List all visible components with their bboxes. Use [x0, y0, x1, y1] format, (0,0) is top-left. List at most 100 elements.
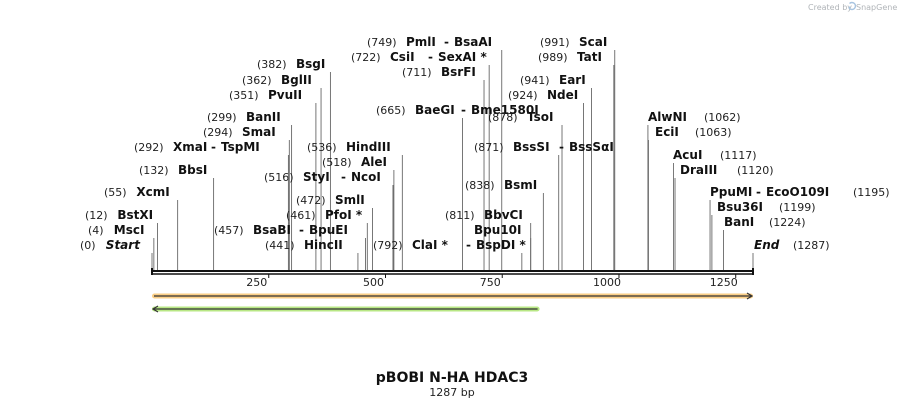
scale-tick-label: 1250	[710, 276, 738, 289]
enzyme-name: SexAI *	[438, 50, 487, 64]
site-label-bsabi[interactable]: (457)BsaBI-BpuEI	[214, 223, 348, 237]
site-position: (811)	[445, 209, 475, 222]
site-position: (878)	[488, 111, 518, 124]
site-position: (722)	[351, 51, 381, 64]
enzyme-name: BspDI *	[476, 238, 526, 252]
feature-arrows[interactable]	[151, 292, 754, 313]
site-label-bpu10i[interactable]: Bpu10I	[474, 223, 521, 237]
site-label-xcmi[interactable]: (55)XcmI	[104, 185, 170, 199]
site-label-baegi[interactable]: (665)BaeGI-Bme1580I	[376, 103, 539, 117]
site-label-smai[interactable]: (294)SmaI	[203, 125, 276, 139]
site-position: (871)	[474, 141, 504, 154]
site-label-bsgi[interactable]: (382)BsgI	[257, 57, 325, 71]
credit-text: Created by	[808, 3, 852, 12]
site-position: (989)	[538, 51, 568, 64]
site-label-end[interactable]: End (1287)	[754, 238, 830, 252]
site-label-pmli[interactable]: (749)PmlI-BsaAI	[367, 35, 492, 49]
enzyme-name: AlwNI	[648, 110, 687, 124]
enzyme-name: BssSαI	[569, 140, 614, 154]
site-label-bbvci[interactable]: (811)BbvCI	[445, 208, 523, 222]
site-position: (1287)	[793, 239, 830, 252]
map-title: pBOBI N-HA HDAC3	[376, 370, 529, 386]
enzyme-name: TatI	[577, 50, 602, 64]
scale-tick-label: 1000	[593, 276, 621, 289]
site-label-xmai[interactable]: (292)XmaI-TspMI	[134, 140, 260, 154]
site-position: (991)	[540, 36, 570, 49]
enzyme-name: BsaAI	[454, 35, 492, 49]
site-position: (941)	[520, 74, 550, 87]
site-label-bsmi[interactable]: (838)BsmI	[465, 178, 537, 192]
credit-brand: SnapGene	[856, 3, 897, 12]
site-label-scai[interactable]: (991) ScaI	[540, 35, 607, 49]
enzyme-name: End	[754, 238, 780, 252]
site-label-start[interactable]: (0)Start	[80, 238, 141, 252]
enzyme-name: Start	[106, 238, 141, 252]
site-position: (1195)	[853, 186, 890, 199]
site-labels: (0)Start(4)MscI(12)BstXI (55)XcmI (132)Bbs…	[80, 35, 890, 252]
enzyme-name: CsiI	[390, 50, 415, 64]
site-label-tati[interactable]: (989) TatI	[538, 50, 602, 64]
enzyme-name: BpuEI	[309, 223, 348, 237]
enzyme-name: BsgI	[296, 57, 325, 71]
scale-tick-label: 750	[480, 276, 501, 289]
site-label-draiii[interactable]: DraIII(1120)	[680, 163, 774, 177]
enzyme-separator: -	[461, 103, 466, 117]
orange-feature-arrow[interactable]	[152, 292, 754, 300]
site-label-acui[interactable]: AcuI(1117)	[673, 148, 757, 162]
site-label-csii[interactable]: (722) CsiI-SexAI *	[351, 50, 487, 64]
enzyme-name: BssSI	[513, 140, 550, 154]
site-position: (749)	[367, 36, 397, 49]
site-label-ecii[interactable]: EciI(1063)	[655, 125, 732, 139]
enzyme-name: PmlI	[406, 35, 436, 49]
enzyme-name: BsmI	[504, 178, 537, 192]
enzyme-name: AleI	[361, 155, 387, 169]
enzyme-name: StyI	[303, 170, 330, 184]
site-position: (516)	[264, 171, 294, 184]
enzyme-name: MscI	[114, 223, 145, 237]
site-label-tsoi[interactable]: (878)TsoI	[488, 110, 553, 124]
site-position: (1199)	[779, 201, 816, 214]
site-label-ppumi[interactable]: PpuMI-EcoO109I(1195)	[710, 185, 890, 199]
site-label-pfoi[interactable]: (461)PfoI *	[286, 208, 363, 222]
site-position: (294)	[203, 126, 233, 139]
site-label-bsssi[interactable]: (871)BssSI-BssSαI	[474, 140, 614, 154]
site-label-smli[interactable]: (472)SmlI	[296, 193, 365, 207]
enzyme-name: ScaI	[579, 35, 607, 49]
site-label-bglii[interactable]: (362)BglII	[242, 73, 312, 87]
site-label-bsu36i[interactable]: Bsu36I (1199)	[717, 200, 816, 214]
enzyme-name: Bsu36I	[717, 200, 763, 214]
enzyme-name: PvuII	[268, 88, 302, 102]
site-label-clai[interactable]: (792)ClaI *-BspDI *	[373, 238, 526, 252]
site-position: (461)	[286, 209, 316, 222]
site-label-eari[interactable]: (941)EarI	[520, 73, 586, 87]
enzyme-separator: -	[428, 50, 433, 64]
green-feature-arrow[interactable]	[151, 305, 540, 313]
enzyme-name: HincII	[304, 238, 343, 252]
scale-tick-label: 250	[246, 276, 267, 289]
site-label-hindiii[interactable]: (536)HindIII	[307, 140, 391, 154]
site-position: (1120)	[737, 164, 774, 177]
site-position: (12)	[85, 209, 108, 222]
site-label-msci[interactable]: (4)MscI	[88, 223, 144, 237]
site-position: (536)	[307, 141, 337, 154]
site-label-bstxi[interactable]: (12)BstXI	[85, 208, 153, 222]
site-position: (362)	[242, 74, 272, 87]
site-position: (1062)	[704, 111, 741, 124]
site-label-styi[interactable]: (516)StyI-NcoI	[264, 170, 381, 184]
site-label-bsrfi[interactable]: (711)BsrFI	[402, 65, 476, 79]
site-label-alei[interactable]: (518)AleI	[322, 155, 387, 169]
snapgene-credit: Created by SnapGene	[808, 1, 897, 12]
site-label-banii[interactable]: (299)BanII	[207, 110, 281, 124]
site-label-bbsi[interactable]: (132)BbsI	[139, 163, 207, 177]
site-label-ndei[interactable]: (924)NdeI	[508, 88, 578, 102]
enzyme-name: BanII	[246, 110, 281, 124]
site-label-pvuii[interactable]: (351)PvuII	[229, 88, 302, 102]
enzyme-name: XcmI	[136, 185, 169, 199]
site-label-hincii[interactable]: (441)HincII	[265, 238, 343, 252]
site-label-bani[interactable]: BanI(1224)	[724, 215, 806, 229]
enzyme-name: EciI	[655, 125, 679, 139]
site-label-alwni[interactable]: AlwNI (1062)	[648, 110, 741, 124]
